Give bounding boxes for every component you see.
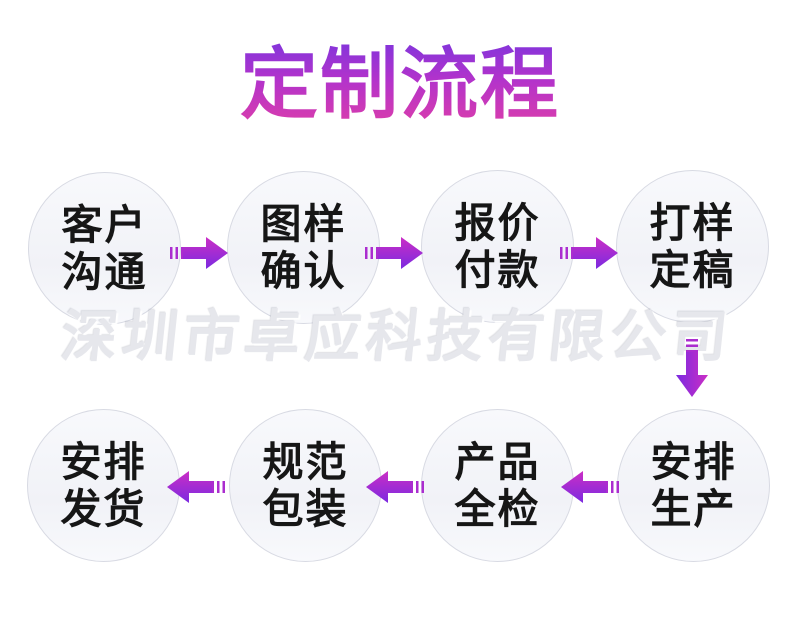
arrow-shaft bbox=[573, 247, 596, 259]
page-title: 定制流程 bbox=[0, 22, 800, 134]
step-label-line1: 规范 bbox=[262, 437, 349, 486]
arrow-head bbox=[206, 237, 228, 269]
flow-step-arrange-shipment: 安排 发货 bbox=[27, 409, 180, 562]
arrow-tail bbox=[212, 481, 225, 493]
step-label-line1: 打样 bbox=[649, 198, 736, 247]
arrow-head bbox=[167, 471, 189, 503]
arrow-tail bbox=[365, 247, 378, 259]
arrow-tail bbox=[411, 481, 424, 493]
step-label-line1: 图样 bbox=[260, 199, 347, 248]
flow-step-quotation-payment: 报价 付款 bbox=[421, 170, 574, 323]
arrow-shaft bbox=[378, 247, 401, 259]
flow-step-sample-finalization: 打样 定稿 bbox=[616, 170, 769, 323]
step-label-line1: 客户 bbox=[61, 200, 148, 249]
step-label-line2: 生产 bbox=[650, 484, 737, 533]
flow-step-customer-communication: 客户 沟通 bbox=[28, 172, 181, 325]
step-label-line2: 包装 bbox=[262, 484, 349, 533]
arrow-tail bbox=[606, 481, 619, 493]
arrow-left-icon bbox=[366, 471, 424, 503]
step-label-line2: 付款 bbox=[454, 245, 541, 294]
arrow-head bbox=[366, 471, 388, 503]
arrow-head bbox=[401, 237, 423, 269]
arrow-head bbox=[596, 237, 618, 269]
step-label-line2: 确认 bbox=[260, 246, 347, 295]
arrow-right-icon bbox=[170, 237, 228, 269]
arrow-tail bbox=[170, 247, 183, 259]
arrow-right-icon bbox=[365, 237, 423, 269]
arrow-right-icon bbox=[560, 237, 618, 269]
flow-step-full-inspection: 产品 全检 bbox=[421, 409, 574, 562]
arrow-shaft bbox=[686, 352, 698, 375]
flow-step-drawing-confirmation: 图样 确认 bbox=[227, 171, 380, 324]
arrow-shaft bbox=[583, 481, 606, 493]
step-label-line1: 安排 bbox=[60, 437, 147, 486]
arrow-down-icon bbox=[676, 339, 708, 397]
arrow-left-icon bbox=[167, 471, 225, 503]
arrow-tail bbox=[560, 247, 573, 259]
step-label-line2: 定稿 bbox=[649, 245, 736, 294]
arrow-shaft bbox=[183, 247, 206, 259]
flow-step-standard-packaging: 规范 包装 bbox=[229, 409, 382, 562]
arrow-head bbox=[676, 375, 708, 397]
step-label-line1: 安排 bbox=[650, 437, 737, 486]
arrow-shaft bbox=[388, 481, 411, 493]
step-label-line2: 发货 bbox=[60, 484, 147, 533]
arrow-head bbox=[561, 471, 583, 503]
arrow-tail bbox=[686, 339, 698, 352]
step-label-line2: 沟通 bbox=[61, 247, 148, 296]
step-label-line1: 报价 bbox=[454, 198, 541, 247]
arrow-shaft bbox=[189, 481, 212, 493]
arrow-left-icon bbox=[561, 471, 619, 503]
watermark-text: 深圳市卓应科技有限公司 bbox=[58, 305, 736, 370]
flow-step-arrange-production: 安排 生产 bbox=[617, 409, 770, 562]
step-label-line2: 全检 bbox=[454, 484, 541, 533]
step-label-line1: 产品 bbox=[454, 437, 541, 486]
